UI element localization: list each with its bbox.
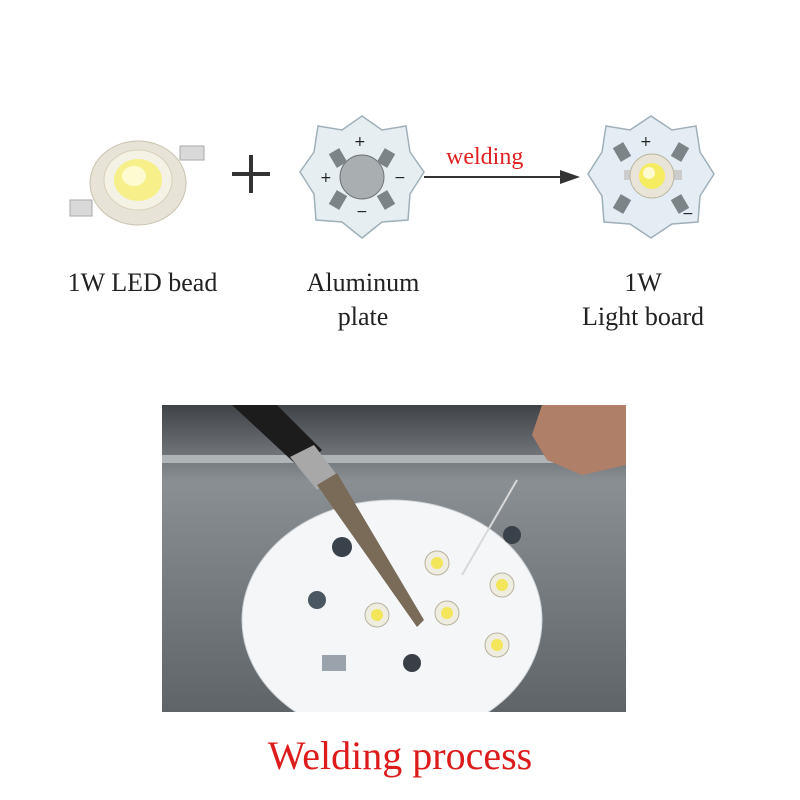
svg-text:+: + [354,134,366,150]
label-line: 1W [624,268,662,297]
item-label-light-board: 1W Light board [548,266,738,334]
caption: Welding process [267,733,533,778]
item-label-led-bead: 1W LED bead [40,266,245,300]
svg-text:−: − [394,170,406,186]
arrow-icon [424,176,564,178]
light-board-icon: + − [587,115,715,239]
aluminum-plate-icon: + + − − [299,115,425,239]
svg-text:−: − [682,206,694,222]
led-bead-icon [69,140,205,226]
welding-photo [162,405,626,712]
welding-label: welding [446,144,524,170]
label-line: Light board [581,302,705,331]
arrow-head-icon [560,170,580,184]
label-line: 1W LED bead [67,268,218,297]
svg-text:+: + [320,170,332,186]
item-label-aluminum-plate: Aluminum plate [268,266,458,334]
label-line: Aluminum [306,268,420,297]
svg-text:+: + [640,134,652,150]
svg-text:−: − [356,204,368,220]
plus-icon [232,155,270,193]
label-line: plate [337,302,389,331]
